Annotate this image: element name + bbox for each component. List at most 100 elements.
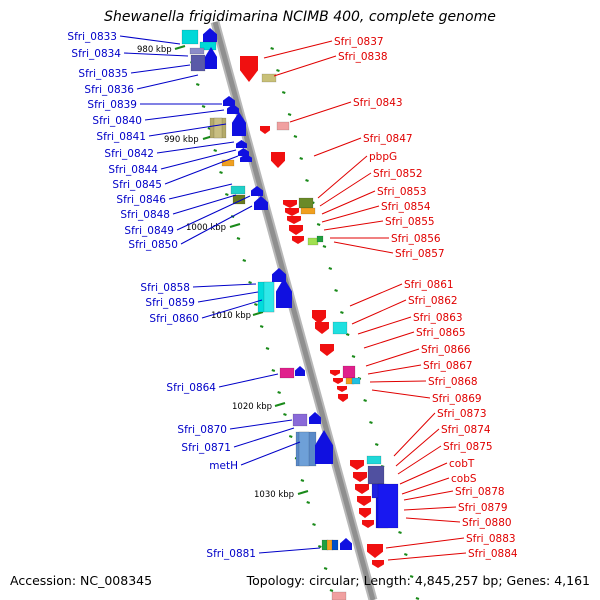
scale-tick (318, 545, 322, 548)
reverse-gene-label: Sfri_0873 (437, 408, 487, 420)
scale-tick (300, 479, 305, 482)
scale-tick (265, 347, 270, 350)
gene-feature (279, 367, 295, 379)
reverse-gene-arrow (283, 200, 297, 208)
label-leader-line (397, 445, 442, 475)
forward-gene-label: Sfri_0846 (116, 194, 166, 206)
forward-gene-label: Sfri_0860 (149, 313, 199, 325)
forward-gene-arrow (236, 140, 247, 148)
scale-tick (201, 105, 206, 108)
label-leader-line (148, 123, 227, 137)
scale-tick (276, 69, 280, 72)
label-leader-line (357, 316, 412, 335)
label-leader-line (313, 137, 362, 157)
label-leader-line (403, 490, 454, 501)
scale-tick (415, 597, 420, 600)
scale-tick (398, 531, 402, 534)
label-leader-line (160, 149, 237, 170)
reverse-gene-arrow (289, 225, 303, 235)
scale-tick (322, 245, 327, 248)
gene-feature (276, 121, 290, 131)
gene-feature (316, 235, 324, 243)
scale-tick (270, 47, 274, 50)
reverse-gene-label: Sfri_0855 (385, 216, 435, 228)
reverse-gene-arrow (359, 508, 371, 518)
scale-tick (293, 135, 298, 138)
scale-tick (287, 113, 292, 116)
reverse-gene-arrow (338, 394, 348, 402)
label-leader-line (365, 348, 420, 367)
reverse-gene-arrow (312, 310, 326, 324)
gene-feature (342, 365, 356, 379)
scale-tick (334, 289, 338, 292)
reverse-gene-arrow (320, 344, 334, 356)
forward-gene-arrow (315, 430, 333, 464)
label-leader-line (156, 141, 235, 154)
forward-gene-label: Sfri_0834 (71, 48, 121, 60)
forward-gene-label: Sfri_0859 (145, 297, 195, 309)
forward-gene-arrow (272, 268, 286, 282)
label-leader-line (176, 195, 251, 231)
gene-feature (351, 377, 361, 385)
label-leader-line (258, 547, 321, 554)
label-leader-line (229, 419, 293, 430)
reverse-gene-label: Sfri_0837 (334, 36, 384, 48)
label-leader-line (263, 40, 333, 59)
label-leader-line (172, 194, 237, 215)
label-leader-line (123, 52, 189, 57)
label-leader-line (119, 35, 181, 45)
reverse-gene-label: Sfri_0878 (455, 486, 505, 498)
label-leader-line (319, 172, 372, 207)
kbp-tick (274, 402, 286, 407)
reverse-gene-arrow (315, 322, 329, 334)
label-leader-line (367, 364, 422, 375)
label-leader-line (333, 241, 394, 254)
reverse-gene-label: Sfri_0852 (373, 168, 423, 180)
scale-tick (351, 355, 356, 358)
kbp-label: 1000 kbp (186, 223, 226, 233)
scale-tick (369, 421, 373, 424)
forward-gene-label: Sfri_0850 (128, 239, 178, 251)
reverse-gene-arrow (287, 216, 301, 224)
kbp-tick (174, 45, 186, 50)
kbp-label: 980 kbp (137, 45, 172, 55)
label-leader-line (321, 190, 376, 215)
reverse-gene-arrow (357, 496, 371, 506)
gene-feature (189, 47, 205, 55)
reverse-gene-label: Sfri_0861 (404, 279, 454, 291)
forward-gene-label: Sfri_0836 (84, 84, 134, 96)
label-leader-line (349, 283, 403, 307)
scale-tick (213, 149, 218, 152)
scale-tick (345, 333, 350, 336)
label-leader-line (289, 101, 352, 123)
forward-gene-arrow (232, 112, 246, 136)
label-leader-line (233, 427, 295, 448)
forward-gene-arrow (227, 104, 239, 114)
reverse-gene-label: Sfri_0867 (423, 360, 473, 372)
forward-gene-label: Sfri_0858 (140, 282, 190, 294)
kbp-tick (297, 490, 309, 495)
kbp-label: 1030 kbp (254, 490, 294, 500)
reverse-gene-label: Sfri_0884 (468, 548, 518, 560)
reverse-gene-label: Sfri_0863 (413, 312, 463, 324)
scale-tick (288, 435, 293, 438)
reverse-gene-label: Sfri_0866 (421, 344, 471, 356)
gene-feature (332, 321, 348, 335)
gene-feature (298, 431, 310, 467)
forward-gene-label: Sfri_0848 (120, 209, 170, 221)
gene-feature (261, 73, 277, 83)
label-leader-line (385, 537, 465, 549)
label-leader-line (180, 205, 253, 245)
kbp-label: 1010 kbp (211, 311, 251, 321)
label-leader-line (395, 428, 440, 467)
forward-gene-arrow (240, 154, 252, 162)
forward-gene-arrow (251, 186, 263, 196)
scale-tick (323, 567, 328, 570)
scale-tick (404, 553, 408, 556)
reverse-gene-label: Sfri_0857 (395, 248, 445, 260)
label-leader-line (393, 412, 436, 457)
reverse-gene-label: Sfri_0856 (391, 233, 441, 245)
scale-tick (242, 259, 247, 262)
reverse-gene-arrow (292, 236, 304, 244)
